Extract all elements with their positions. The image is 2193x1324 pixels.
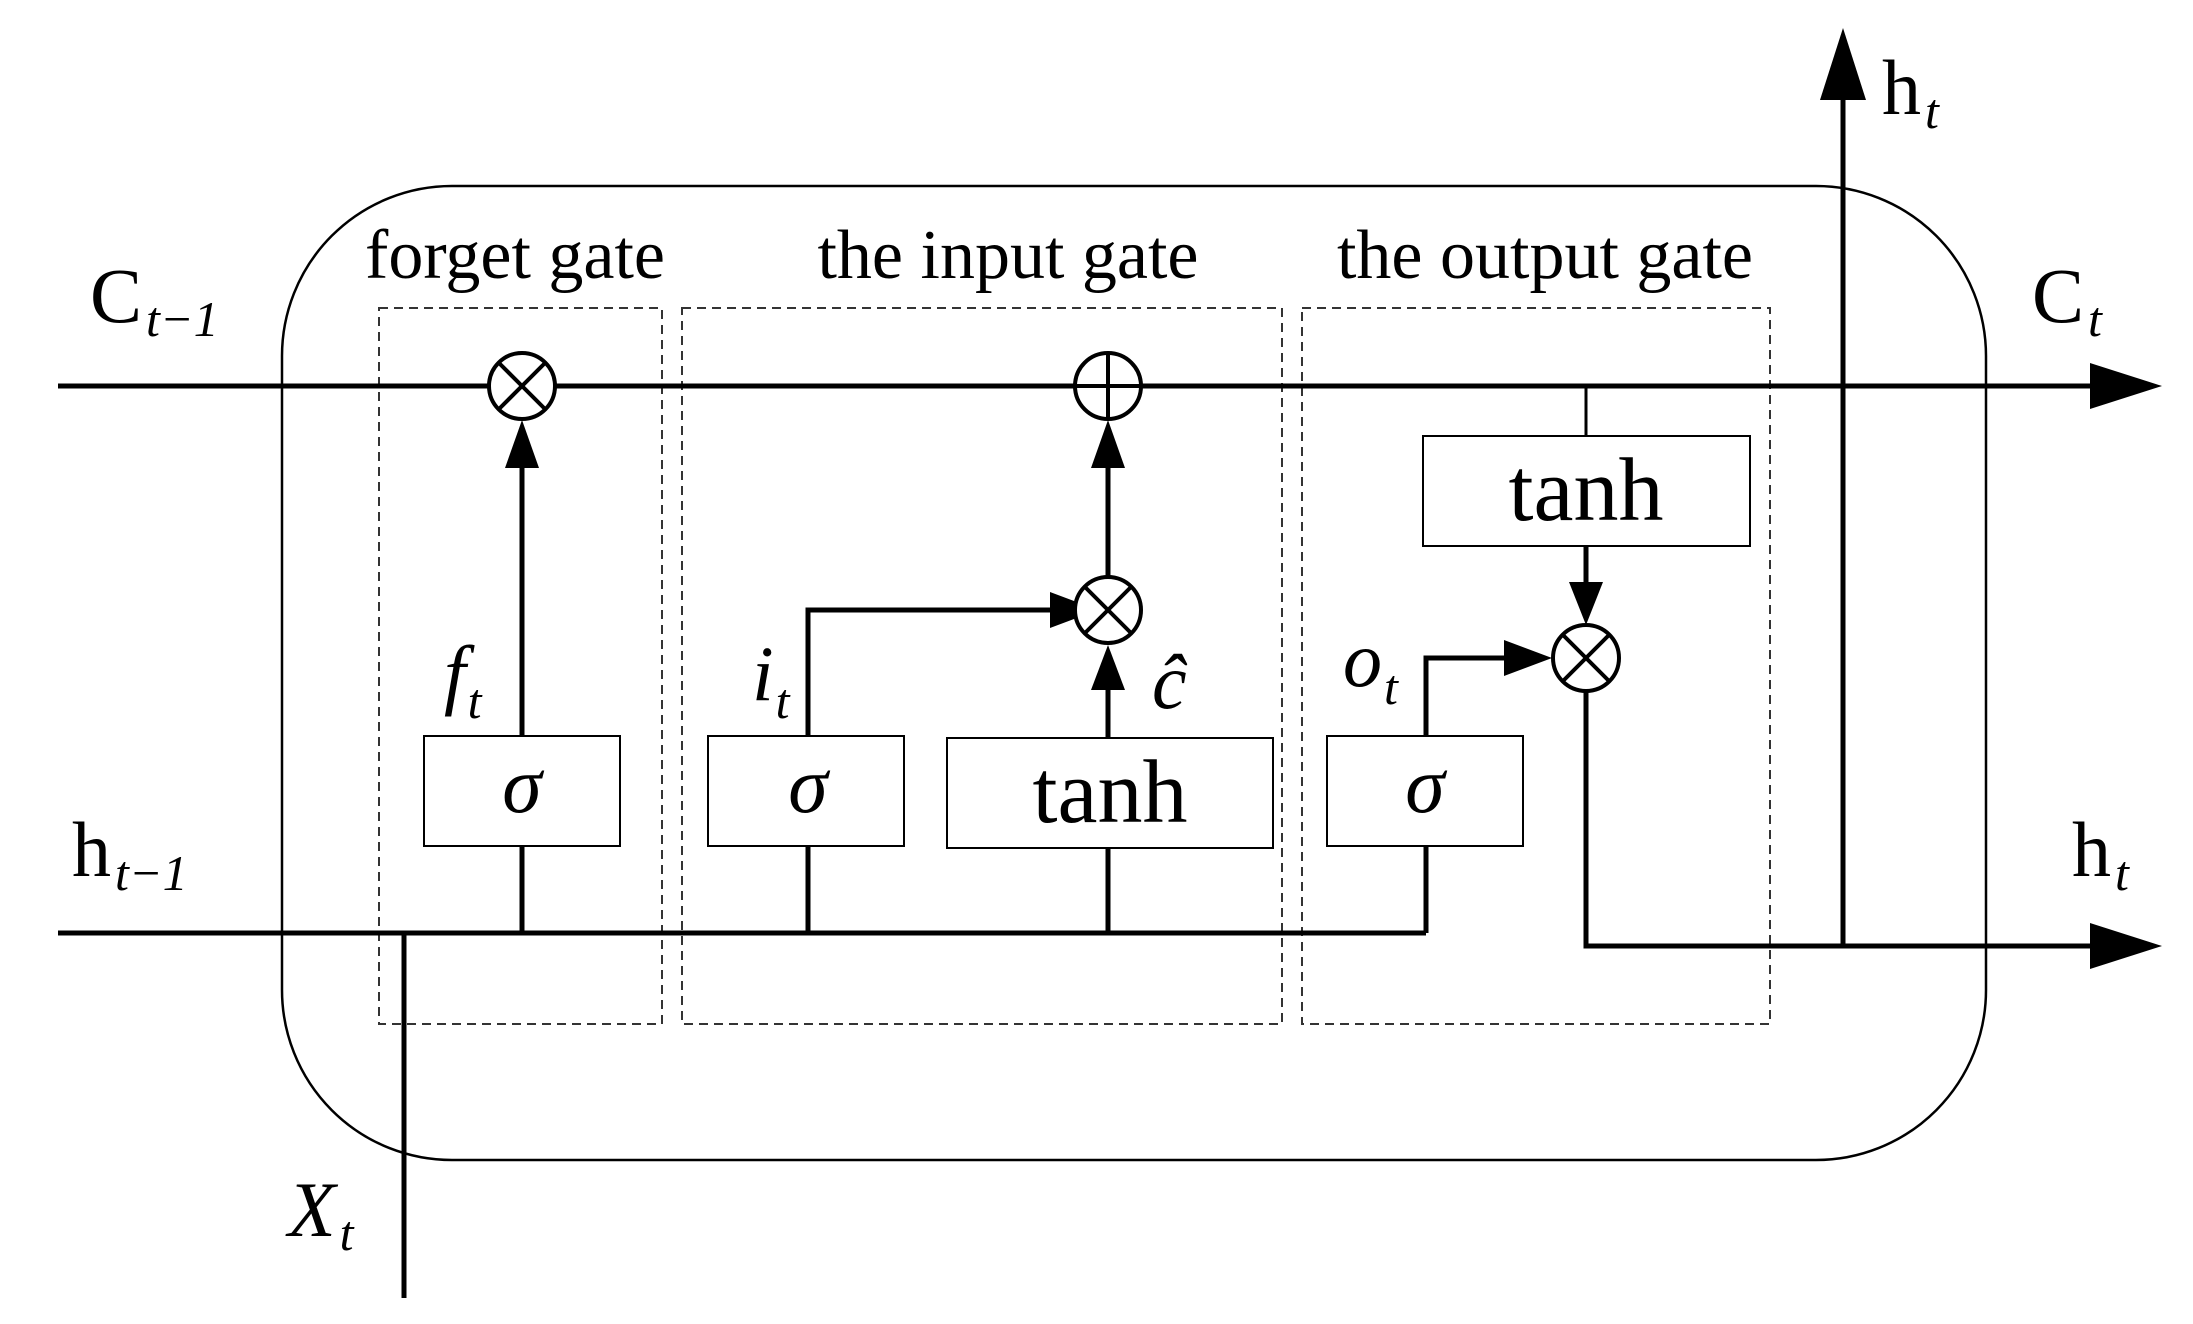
input-gate-route <box>805 607 1050 736</box>
output-gate-region <box>1301 307 1771 1025</box>
f-t-label: ft <box>444 630 483 729</box>
tanh-input-label: tanh <box>1033 743 1188 842</box>
hidden-output-arrowhead <box>2090 923 2162 969</box>
i-t-label: it <box>752 630 791 729</box>
c-hat-label: ĉ <box>1152 638 1188 725</box>
sigma-input-box <box>707 735 905 847</box>
c-prev-label: Ct−1 <box>90 252 219 347</box>
cell-boundary <box>280 184 1988 1162</box>
input-gate-region <box>681 307 1283 1025</box>
hidden-output-line <box>1583 691 2090 949</box>
tanh-output-label: tanh <box>1509 441 1664 540</box>
input-gate-title: the input gate <box>817 217 1198 294</box>
output-multiply-cross-b <box>1561 633 1611 683</box>
sigma-forget-label: σ <box>502 742 544 830</box>
candidate-up-arrowhead <box>1091 645 1125 690</box>
tanh-down-arrowhead <box>1569 582 1603 625</box>
h-out-right-label: ht <box>2072 806 2130 901</box>
o-t-label: ot <box>1343 616 1399 715</box>
h-out-top-label: ht <box>1882 44 1940 139</box>
forget-multiply-cross-b <box>497 361 547 411</box>
sigma-output-label: σ <box>1405 742 1447 830</box>
c-next-label: Ct <box>2032 252 2103 347</box>
sigma-input-label: σ <box>788 742 830 830</box>
output-gate-title: the output gate <box>1337 217 1753 294</box>
forget-gate-title: forget gate <box>365 217 665 294</box>
x-t-label: Xt <box>285 1166 355 1261</box>
output-gate-route <box>1423 655 1504 736</box>
forget-gate-region <box>378 307 663 1025</box>
cell-state-arrowhead <box>2090 363 2162 409</box>
tanh-output-box <box>1422 435 1751 547</box>
sigma-forget-box <box>423 735 621 847</box>
h-prev-label: ht−1 <box>72 806 188 901</box>
output-gate-arrowhead <box>1504 640 1552 676</box>
tanh-input-box <box>946 737 1274 849</box>
hidden-up-arrowhead <box>1820 28 1866 100</box>
input-multiply-cross-b <box>1083 585 1133 635</box>
input-up-arrowhead <box>1091 420 1125 468</box>
forget-up-arrowhead <box>505 420 539 468</box>
